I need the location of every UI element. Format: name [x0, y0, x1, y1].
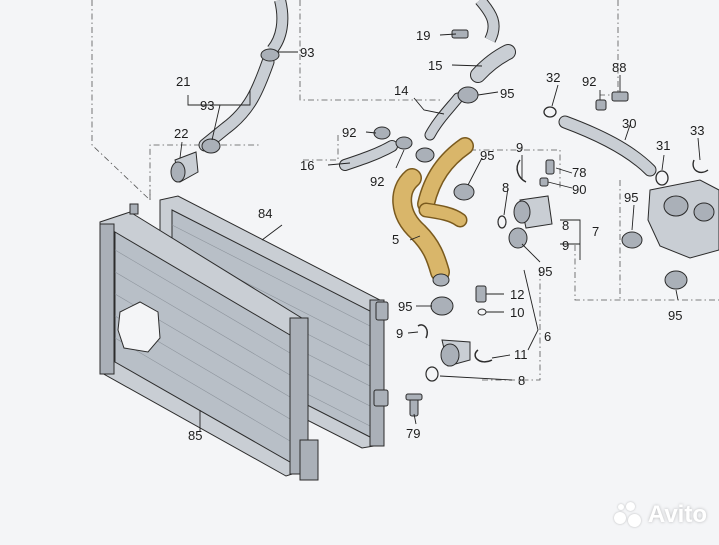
flange-group-7 [497, 159, 555, 249]
callout-32: 32 [546, 70, 560, 85]
coolant-pipe-30 [543, 91, 719, 290]
callout-22: 22 [174, 126, 188, 141]
callout-33: 33 [690, 123, 704, 138]
callout-88: 88 [612, 60, 626, 75]
avito-watermark: Avito [612, 500, 707, 530]
callout-15: 15 [428, 58, 442, 73]
callout-19: 19 [416, 28, 430, 43]
callout-92: 92 [370, 174, 384, 189]
highlighted-hose-5 [392, 137, 474, 287]
callout-92: 92 [582, 74, 596, 89]
callout-9: 9 [516, 140, 523, 155]
callout-9: 9 [396, 326, 403, 341]
hoses-upper [339, 0, 516, 171]
watermark-text: Avito [647, 501, 707, 528]
avito-logo-icon [612, 500, 642, 530]
callout-79: 79 [406, 426, 420, 441]
callout-85: 85 [188, 428, 202, 443]
callout-10: 10 [510, 305, 524, 320]
condenser-85 [99, 203, 319, 481]
callout-95: 95 [398, 299, 412, 314]
callout-78: 78 [572, 165, 586, 180]
callout-16: 16 [300, 158, 314, 173]
callout-93: 93 [300, 45, 314, 60]
hose-21 [170, 0, 289, 183]
callout-5: 5 [392, 232, 399, 247]
callout-12: 12 [510, 287, 524, 302]
callout-9: 9 [562, 238, 569, 253]
callout-95: 95 [480, 148, 494, 163]
callout-31: 31 [656, 138, 670, 153]
callout-8: 8 [562, 218, 569, 233]
callout-7: 7 [592, 224, 599, 239]
clamps-and-fittings [405, 183, 493, 417]
callout-11: 11 [514, 347, 528, 362]
callout-6: 6 [544, 329, 551, 344]
callout-93: 93 [200, 98, 214, 113]
callout-30: 30 [622, 116, 636, 131]
callout-95: 95 [500, 86, 514, 101]
callout-95: 95 [624, 190, 638, 205]
callout-labels: 93 21 93 22 84 85 16 92 92 14 19 15 95 9… [174, 28, 704, 443]
callout-90: 90 [572, 182, 586, 197]
callout-8: 8 [502, 180, 509, 195]
leader-lines [179, 33, 701, 432]
callout-8: 8 [518, 373, 525, 388]
callout-21: 21 [176, 74, 190, 89]
callout-14: 14 [394, 83, 408, 98]
callout-84: 84 [258, 206, 272, 221]
callout-95: 95 [668, 308, 682, 323]
callout-95: 95 [538, 264, 552, 279]
callout-92: 92 [342, 125, 356, 140]
